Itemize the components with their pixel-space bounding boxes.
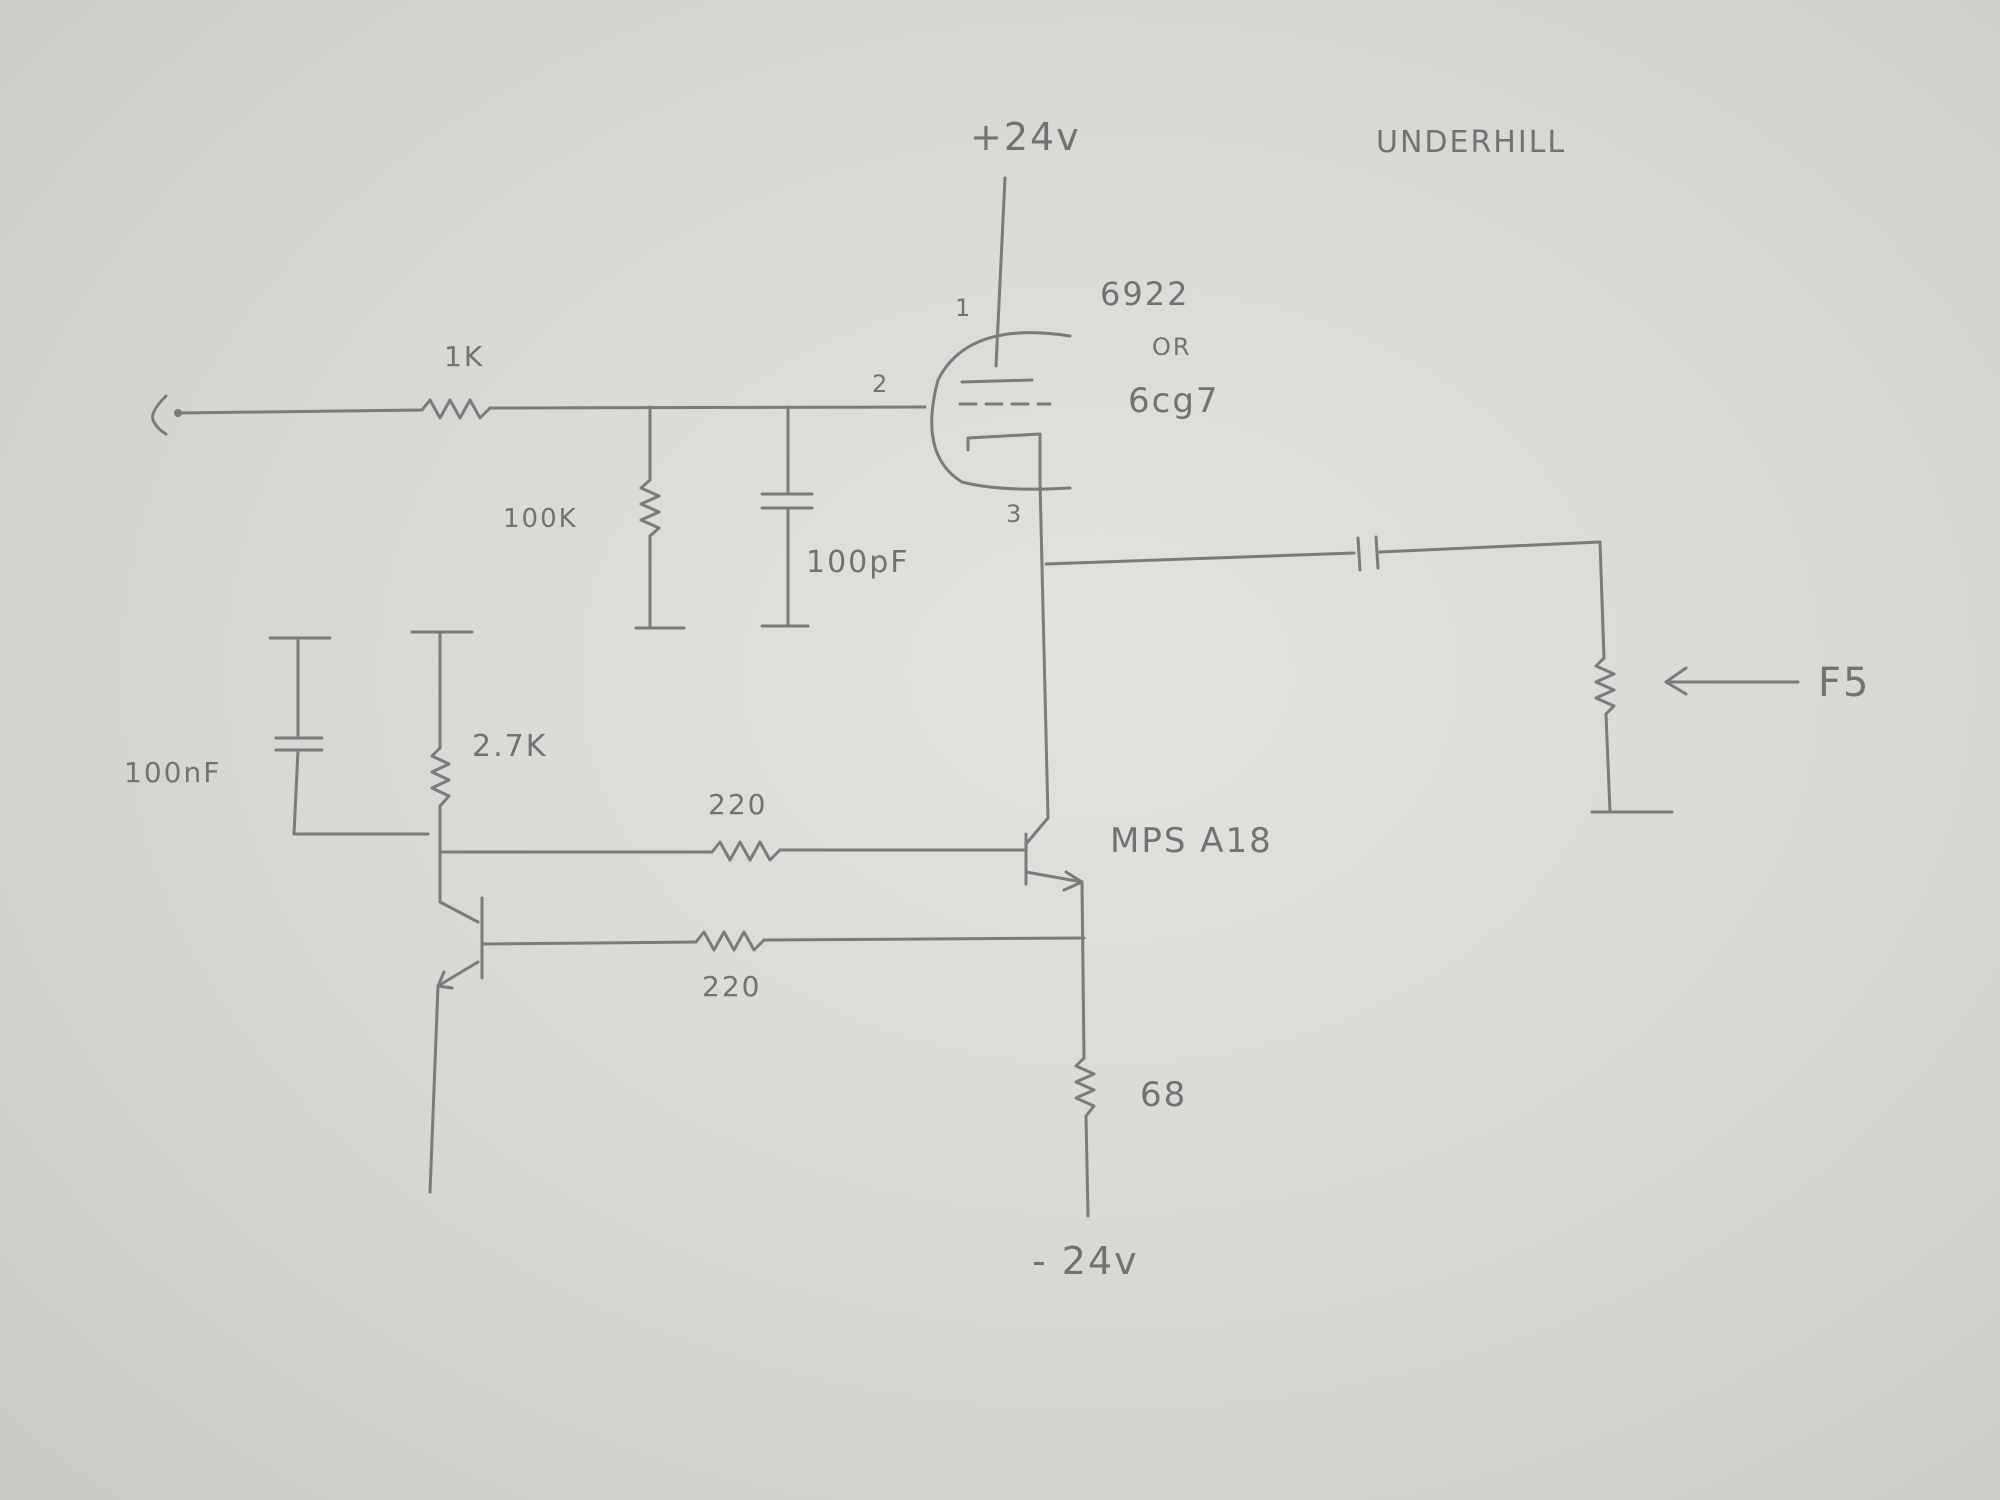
wire-input: [176, 408, 424, 415]
transistor-lower-emitter: [436, 960, 480, 988]
label-output: F5: [1818, 660, 1870, 706]
label-r-bias: 2.7K: [472, 729, 547, 764]
label-pin-cathode: 3: [1006, 500, 1023, 528]
label-tube-or: OR: [1152, 333, 1192, 361]
capacitor-100pf: [760, 492, 814, 510]
label-pin-plate: 1: [955, 294, 972, 322]
resistor-68: [1074, 1056, 1096, 1118]
wire-pot-bottom: [1604, 712, 1612, 814]
label-supply-neg: - 24v: [1032, 1239, 1139, 1283]
transistor-mpsa18-collector: [1024, 816, 1050, 846]
resistor-100k: [639, 478, 661, 538]
label-tube-type: 6922: [1100, 275, 1189, 313]
resistor-220-upper: [710, 840, 782, 862]
label-r-input: 1K: [444, 340, 484, 373]
wire-to-pot: [1378, 540, 1606, 660]
wiper-arrow: [1664, 666, 1800, 696]
wire-grid: [488, 405, 927, 410]
wire-100nf-bottom: [292, 748, 430, 836]
tube-plate: [960, 378, 1034, 384]
label-supply-pos: +24v: [970, 115, 1081, 159]
wire-220-lower-right: [762, 936, 1086, 942]
wire-cathode: [1038, 480, 1050, 820]
input-terminal: [151, 394, 168, 436]
wire-coupling: [1044, 551, 1356, 566]
resistor-1k: [420, 398, 492, 420]
wire-lower-emitter: [428, 984, 440, 1194]
capacitor-coupling: [1356, 535, 1380, 572]
label-r-base-upper: 220: [708, 788, 767, 821]
label-r-emitter: 68: [1140, 1075, 1187, 1115]
capacitor-100nf: [274, 736, 324, 752]
label-pin-grid: 2: [872, 370, 889, 398]
tube-cathode: [966, 432, 1042, 484]
label-r-base-lower: 220: [702, 970, 761, 1003]
wire-emitter: [1080, 880, 1086, 1060]
label-author: UNDERHILL: [1376, 125, 1566, 160]
label-tube-alt: 6cg7: [1128, 381, 1220, 421]
wire-left-vertical: [438, 850, 480, 924]
resistor-2-7k: [430, 746, 451, 808]
resistor-220-lower: [694, 930, 766, 952]
wire-neg-supply: [1084, 1114, 1090, 1218]
tube-envelope: [930, 331, 1072, 491]
wire-plate-supply: [994, 176, 1007, 368]
wire-220-lower-left: [482, 940, 698, 946]
label-transistor: MPS A18: [1110, 821, 1273, 861]
label-r-grid: 100K: [503, 504, 578, 534]
potentiometer: [1594, 656, 1616, 716]
label-c-grid: 100pF: [806, 545, 910, 580]
label-c-bypass: 100nF: [124, 756, 221, 789]
transistor-mpsa18-emitter: [1024, 870, 1084, 884]
